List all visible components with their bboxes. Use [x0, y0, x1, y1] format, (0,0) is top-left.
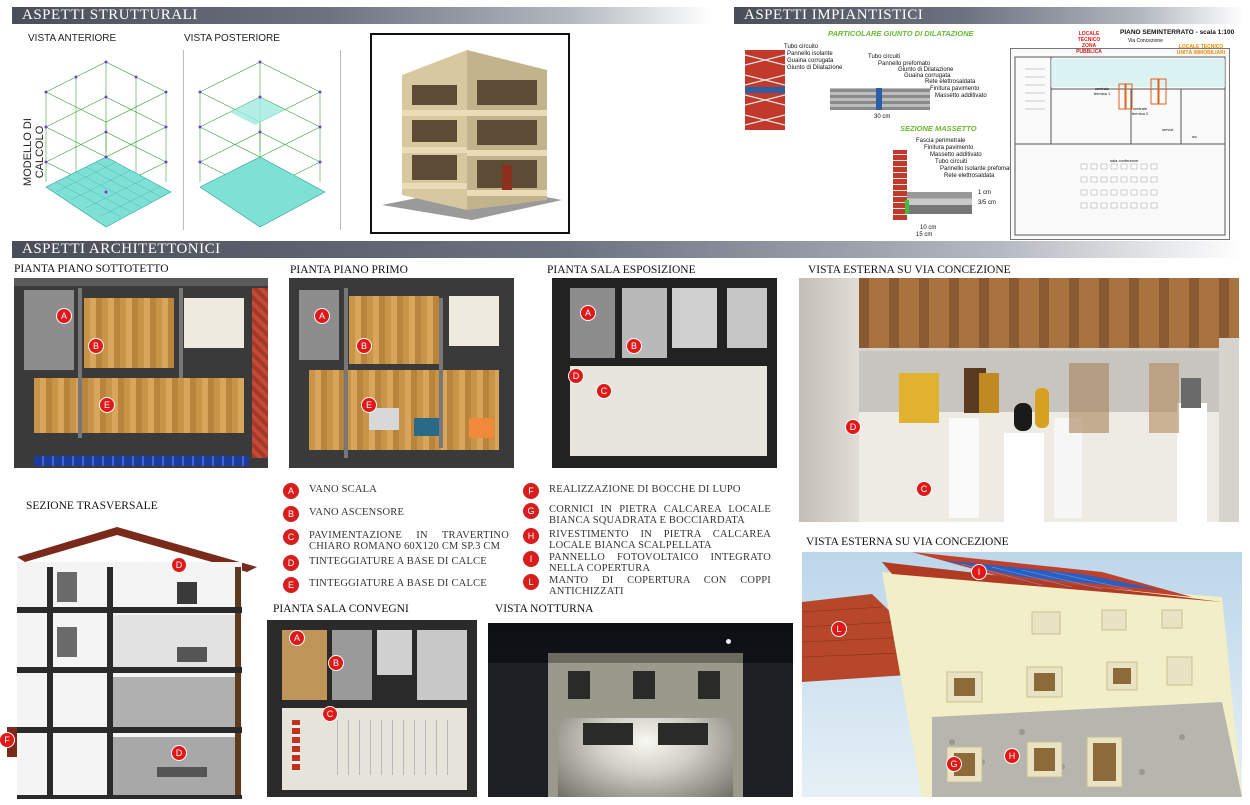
- giunto-dim: 30 cm: [874, 114, 891, 120]
- servizi-label: servizi: [1162, 127, 1174, 132]
- massetto-wall: [893, 150, 907, 220]
- badge-a-convegni: A: [290, 631, 304, 645]
- massetto-dim-4: 15 cm: [916, 232, 933, 238]
- caption-esterna2: VISTA ESTERNA SU VIA CONCEZIONE: [806, 536, 1009, 548]
- centrale1-label: centrale termica 1: [1093, 86, 1111, 96]
- caption-notturna: VISTA NOTTURNA: [495, 603, 594, 615]
- via-label: Via Concezione: [1128, 38, 1163, 44]
- section-drawing: [7, 527, 269, 799]
- badge-c-esposizione: C: [597, 384, 611, 398]
- badge-b-sottotetto: B: [89, 339, 103, 353]
- badge-a-primo: A: [315, 309, 329, 323]
- badge-d-esposizione: D: [569, 369, 583, 383]
- caption-esposizione: PIANTA SALA ESPOSIZIONE: [547, 264, 696, 276]
- plan-sottotetto: [14, 278, 268, 468]
- badge-a-esposizione: A: [581, 306, 595, 320]
- render-exterior: [802, 552, 1242, 797]
- giunto2-label-2: Pannello prefomato: [878, 61, 931, 67]
- badge-b-convegni: B: [329, 656, 343, 670]
- massetto-label-3: Massetto additivato: [930, 152, 982, 158]
- badge-e-primo: E: [362, 398, 376, 412]
- massetto-label-2: Finitura pavimento: [924, 145, 974, 151]
- massetto-label-5: Pannello isolante prefomato: [940, 166, 1015, 172]
- centrale2-label: centrale termica 2: [1131, 106, 1149, 116]
- render-night: [488, 623, 793, 797]
- massetto-slab: [907, 192, 972, 214]
- badge-b-primo: B: [357, 339, 371, 353]
- badge-c-convegni: C: [323, 707, 337, 721]
- giunto-label-4: Giunto di Dilatazione: [787, 65, 843, 71]
- header-architettonici: ASPETTI ARCHITETTONICI: [12, 241, 1244, 258]
- wc-label: wc: [1192, 134, 1197, 139]
- badge-d-sezione-top: D: [172, 558, 186, 572]
- giunto2-label-6: Finitura pavimento: [930, 86, 980, 92]
- giunto2-label-7: Massetto additivato: [935, 93, 987, 99]
- caption-convegni: PIANTA SALA CONVEGNI: [273, 603, 409, 615]
- badge-i-exterior: I: [972, 565, 986, 579]
- divider-line: [183, 50, 184, 230]
- badge-c-interior: C: [917, 482, 931, 496]
- structural-model-front: [44, 60, 172, 228]
- plan-convegni: [267, 620, 477, 797]
- caption-sottotetto: PIANTA PIANO SOTTOTETTO: [14, 263, 169, 275]
- badge-l-exterior: L: [832, 622, 846, 636]
- massetto-title: SEZIONE MASSETTO: [900, 124, 977, 133]
- giunto-section-left: [745, 50, 785, 130]
- massetto-label-4: Tubo circuiti: [935, 159, 968, 165]
- piano-title: PIANO SEMINTERRATO - scala 1:100: [1120, 29, 1235, 36]
- giunto2-label-1: Tubo circuiti: [868, 54, 901, 60]
- giunto2-label-5: Rete elettrosaldata: [925, 79, 976, 85]
- structural-3d-render: [370, 33, 570, 234]
- badge-b-esposizione: B: [627, 339, 641, 353]
- caption-primo: PIANTA PIANO PRIMO: [290, 264, 408, 276]
- vista-anteriore-label: VISTA ANTERIORE: [28, 33, 117, 44]
- giunto-title: PARTICOLARE GIUNTO DI DILATAZIONE: [828, 29, 974, 38]
- massetto-insulation: [905, 200, 909, 214]
- header-strutturali-label: ASPETTI STRUTTURALI: [22, 7, 198, 23]
- locale-immobiliare-label: LOCALE TECNICO UNITÀ IMMOBILIARI: [1176, 44, 1226, 56]
- header-impiantistici-label: ASPETTI IMPIANTISTICI: [744, 7, 924, 23]
- giunto-label-3: Guaina corrugata: [787, 58, 834, 64]
- render-interior: [799, 278, 1239, 522]
- piano-seminterrato-plan: [1010, 48, 1230, 240]
- header-strutturali: ASPETTI STRUTTURALI: [12, 7, 712, 24]
- plan-primo: [289, 278, 514, 468]
- giunto-joint: [876, 88, 882, 110]
- giunto2-label-4: Guaina corrugata: [904, 73, 951, 79]
- giunto-label-1: Tubo circuito: [784, 44, 819, 50]
- massetto-label-1: Fascia perimetrale: [916, 138, 966, 144]
- locale-pubblico-label: LOCALE TECNICO ZONA PUBBLICA: [1076, 31, 1102, 55]
- divider-line-2: [340, 50, 341, 230]
- sala-label: sala conferenze: [1110, 158, 1139, 163]
- structural-model-rear: [198, 60, 326, 228]
- header-impiantistici: ASPETTI IMPIANTISTICI: [734, 7, 1244, 24]
- badge-f-sezione: F: [0, 733, 14, 747]
- caption-sezione: SEZIONE TRASVERSALE: [26, 500, 158, 512]
- badge-d-interior: D: [846, 420, 860, 434]
- caption-esterna1: VISTA ESTERNA SU VIA CONCEZIONE: [808, 264, 1011, 276]
- badge-g-exterior: G: [947, 757, 961, 771]
- badge-a-sottotetto: A: [57, 309, 71, 323]
- vista-posteriore-label: VISTA POSTERIORE: [184, 33, 280, 44]
- badge-h-exterior: H: [1005, 749, 1019, 763]
- header-architettonici-label: ASPETTI ARCHITETTONICI: [22, 241, 221, 257]
- massetto-label-6: Rete elettrosaldata: [944, 173, 995, 179]
- badge-e-sottotetto: E: [100, 398, 114, 412]
- massetto-dim-1: 1 cm: [978, 190, 992, 196]
- massetto-dim-2: 3/5 cm: [978, 200, 997, 206]
- massetto-dim-3: 10 cm: [920, 225, 937, 231]
- badge-d-sezione-bottom: D: [172, 746, 186, 760]
- giunto-label-2: Pannello isolante: [787, 51, 833, 57]
- giunto2-label-3: Giunto di Dilatazione: [898, 67, 954, 73]
